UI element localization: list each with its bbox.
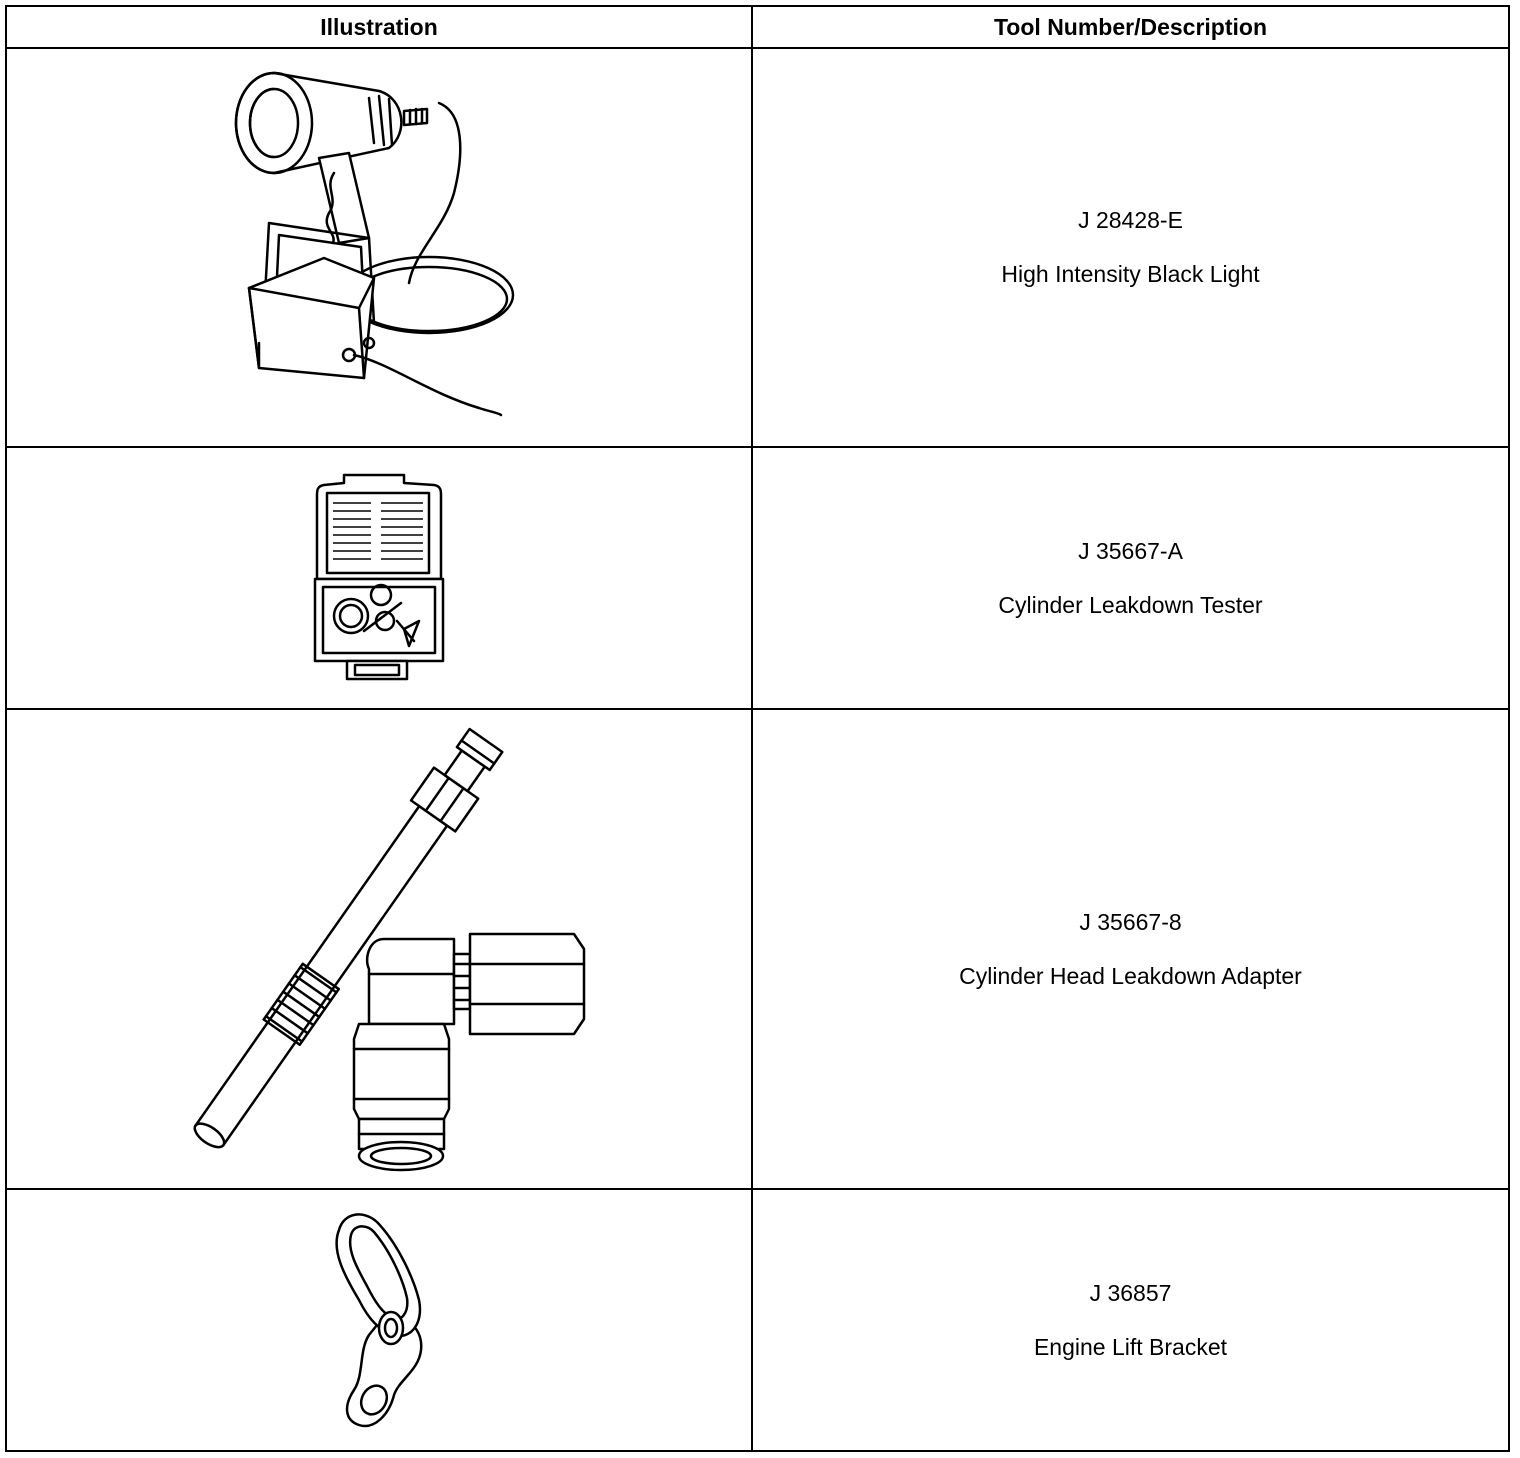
table-row: J 35667-A Cylinder Leakdown Tester — [5, 446, 1510, 710]
illustration-cell — [5, 708, 753, 1190]
header-tool-description: Tool Number/Description — [751, 5, 1510, 49]
header-illustration: Illustration — [5, 5, 753, 49]
header-row: Illustration Tool Number/Description — [5, 5, 1510, 49]
illustration-cell — [5, 1188, 753, 1452]
description-cell: J 35667-A Cylinder Leakdown Tester — [751, 446, 1510, 710]
table-row: J 35667-8 Cylinder Head Leakdown Adapter — [5, 708, 1510, 1190]
black-light-icon — [234, 71, 515, 416]
table-row: J 28428-E High Intensity Black Light — [5, 47, 1510, 448]
description-cell: J 35667-8 Cylinder Head Leakdown Adapter — [751, 708, 1510, 1190]
description-cell: J 28428-E High Intensity Black Light — [751, 47, 1510, 448]
tool-number: J 28428-E — [1078, 207, 1183, 233]
illustration-cell — [5, 47, 753, 448]
tool-number: J 35667-A — [1078, 537, 1183, 564]
lift-bracket-icon — [335, 1213, 423, 1428]
tool-description: Engine Lift Bracket — [1033, 1333, 1228, 1360]
tool-table: Illustration Tool Number/Description — [5, 5, 1510, 1452]
table-row: J 36857 Engine Lift Bracket — [5, 1188, 1510, 1452]
leakdown-adapter-icon — [193, 727, 586, 1172]
tool-description: Cylinder Leakdown Tester — [998, 591, 1263, 618]
leakdown-tester-kit-icon — [313, 473, 445, 681]
illustration-cell — [5, 446, 753, 710]
description-cell: J 36857 Engine Lift Bracket — [751, 1188, 1510, 1452]
tool-number: J 36857 — [1089, 1279, 1172, 1306]
tool-description: Cylinder Head Leakdown Adapter — [959, 962, 1302, 989]
tool-number: J 35667-8 — [1079, 908, 1182, 935]
tool-description: High Intensity Black Light — [1001, 261, 1260, 287]
